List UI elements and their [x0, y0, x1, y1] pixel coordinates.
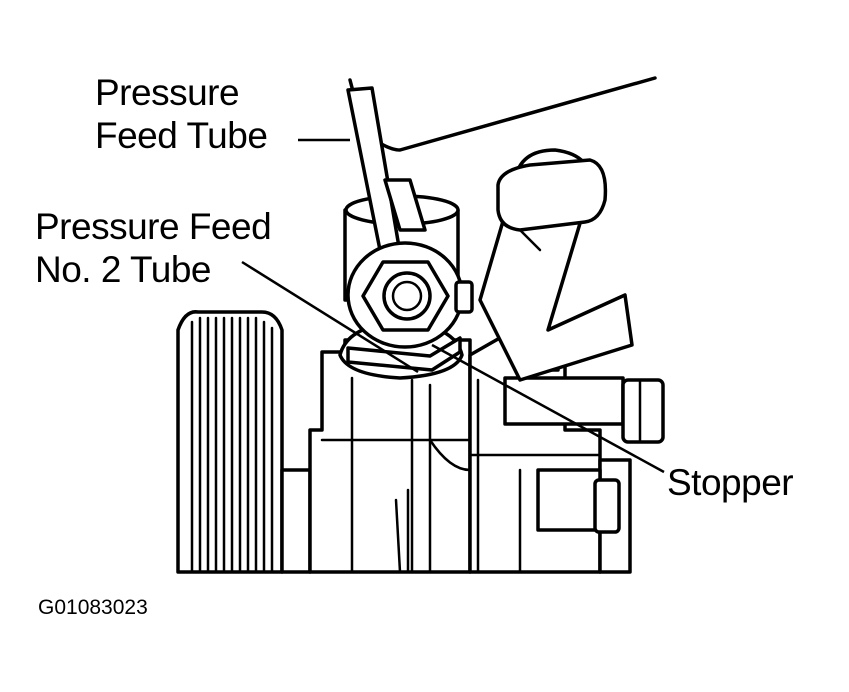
- label-line: Pressure: [95, 72, 240, 113]
- stopper: [346, 336, 462, 372]
- label-line: Pressure Feed: [35, 206, 272, 247]
- figure-code: G01083023: [38, 596, 148, 619]
- label-stopper: Stopper: [667, 462, 794, 503]
- union-nut: [346, 241, 474, 349]
- leader-pressure-feed-no2-tube: [241, 260, 419, 374]
- label-pressure-feed-tube: Pressure Feed Tube: [95, 71, 268, 157]
- pressure-feed-tube: [348, 76, 657, 382]
- leader-stopper: [431, 343, 665, 474]
- label-pressure-feed-no2-tube: Pressure Feed No. 2 Tube: [35, 205, 272, 291]
- label-line: No. 2 Tube: [35, 249, 212, 290]
- pump-pulley: [176, 310, 312, 574]
- label-line: Feed Tube: [95, 115, 268, 156]
- pump-bolts: [503, 338, 665, 534]
